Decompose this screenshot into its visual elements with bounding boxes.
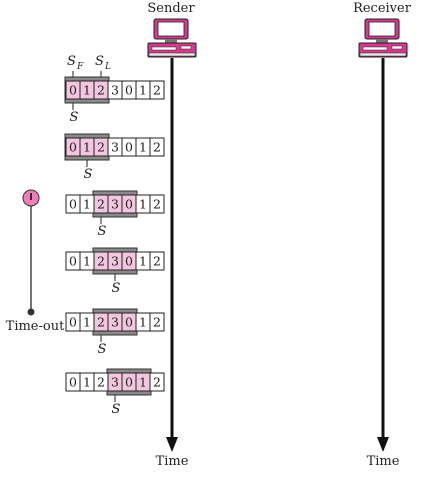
sequence-number: 2 xyxy=(153,140,161,155)
s-pointer-label: S xyxy=(112,281,121,296)
sequence-number: 2 xyxy=(153,197,161,212)
sequence-number: 1 xyxy=(83,83,91,98)
sequence-number: 3 xyxy=(111,140,119,155)
receiver-label: Receiver xyxy=(353,1,412,16)
s-pointer-label: S xyxy=(112,402,121,417)
svg-text:S: S xyxy=(95,54,104,69)
sequence-number: 2 xyxy=(97,254,105,269)
sequence-number: 1 xyxy=(139,254,147,269)
sequence-number: 1 xyxy=(139,315,147,330)
sequence-number: 1 xyxy=(83,140,91,155)
s-pointer-label: S xyxy=(84,167,93,182)
sl-label: S L xyxy=(95,54,111,72)
sequence-number: 1 xyxy=(139,83,147,98)
svg-text:S: S xyxy=(67,54,76,69)
receiver-timeline-arrowhead xyxy=(377,437,389,452)
sequence-number: 2 xyxy=(97,140,105,155)
sequence-number: 0 xyxy=(125,197,133,212)
timeout-label: Time-out xyxy=(6,319,65,334)
sequence-number: 0 xyxy=(125,254,133,269)
sequence-number: 3 xyxy=(111,197,119,212)
sequence-number: 2 xyxy=(153,254,161,269)
sequence-number: 2 xyxy=(97,315,105,330)
sequence-number: 2 xyxy=(97,375,105,390)
s-pointer-label: S xyxy=(98,342,107,357)
sequence-number: 1 xyxy=(83,254,91,269)
sender-label: Sender xyxy=(147,1,195,16)
sequence-number: 0 xyxy=(69,83,77,98)
sequence-number: 0 xyxy=(69,197,77,212)
sequence-number: 3 xyxy=(111,375,119,390)
sequence-cell xyxy=(149,194,165,214)
sequence-number: 2 xyxy=(97,83,105,98)
sender-computer-icon xyxy=(147,18,197,58)
sequence-number: 0 xyxy=(69,375,77,390)
sequence-number: 0 xyxy=(69,315,77,330)
sequence-number: 1 xyxy=(83,375,91,390)
sequence-number: 2 xyxy=(153,315,161,330)
s-pointer-label: S xyxy=(98,224,107,239)
svg-text:F: F xyxy=(76,62,84,72)
sender-time-label: Time xyxy=(156,454,189,469)
sequence-number: 0 xyxy=(125,83,133,98)
sequence-number: 2 xyxy=(97,197,105,212)
sender-timeline-arrowhead xyxy=(166,437,178,452)
sequence-number: 0 xyxy=(125,140,133,155)
receiver-computer-icon xyxy=(358,18,408,58)
sequence-number: 3 xyxy=(111,254,119,269)
sequence-cell xyxy=(149,312,165,332)
sequence-number: 2 xyxy=(153,375,161,390)
sequence-number: 3 xyxy=(111,83,119,98)
sequence-cell xyxy=(149,372,165,392)
sequence-number: 1 xyxy=(83,197,91,212)
sequence-number: 0 xyxy=(125,315,133,330)
sequence-cell xyxy=(149,80,165,100)
sequence-number: 1 xyxy=(139,197,147,212)
svg-text:L: L xyxy=(104,62,111,72)
s-pointer-label: S xyxy=(70,110,79,125)
timer-end-dot xyxy=(27,308,35,316)
receiver-time-label: Time xyxy=(367,454,400,469)
sequence-cell xyxy=(149,251,165,271)
sequence-number: 0 xyxy=(69,254,77,269)
sequence-number: 1 xyxy=(83,315,91,330)
sequence-number: 0 xyxy=(125,375,133,390)
sequence-number: 3 xyxy=(111,315,119,330)
sequence-cell xyxy=(149,137,165,157)
sequence-number: 1 xyxy=(139,140,147,155)
sf-label: S F xyxy=(67,54,84,72)
sequence-number: 0 xyxy=(69,140,77,155)
sequence-number: 1 xyxy=(139,375,147,390)
sequence-number: 2 xyxy=(153,83,161,98)
